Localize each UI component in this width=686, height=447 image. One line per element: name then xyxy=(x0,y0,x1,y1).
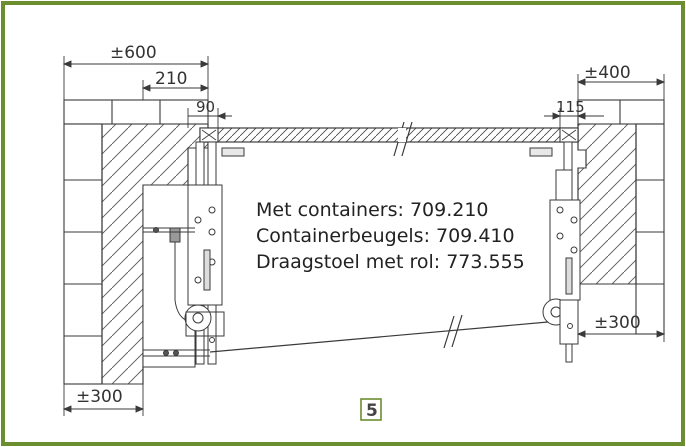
dim-left-inner: 210 xyxy=(155,69,187,89)
note-carrier-roller: Draagstoel met rol: 773.555 xyxy=(256,251,525,273)
note-container-brackets: Containerbeugels: 709.410 xyxy=(256,225,515,247)
dim-right-overall: ±400 xyxy=(584,63,631,83)
countertop-beam xyxy=(199,121,579,157)
right-wall xyxy=(577,99,665,335)
left-mechanism xyxy=(142,141,225,368)
right-mechanism xyxy=(542,141,581,363)
connecting-rod xyxy=(209,314,549,353)
note-containers: Met containers: 709.210 xyxy=(256,199,489,221)
figure-number-box xyxy=(360,398,382,421)
figure-number: 5 xyxy=(366,401,378,421)
dim-left-overall: ±600 xyxy=(110,43,157,63)
hinges xyxy=(221,147,553,157)
dim-left-bottom: ±300 xyxy=(76,387,123,407)
dimension-lines xyxy=(62,56,666,416)
dim-left-offset: 90 xyxy=(196,98,215,116)
dim-right-bottom: ±300 xyxy=(594,313,641,333)
dim-right-offset: 115 xyxy=(556,98,585,116)
left-wall xyxy=(63,99,209,385)
